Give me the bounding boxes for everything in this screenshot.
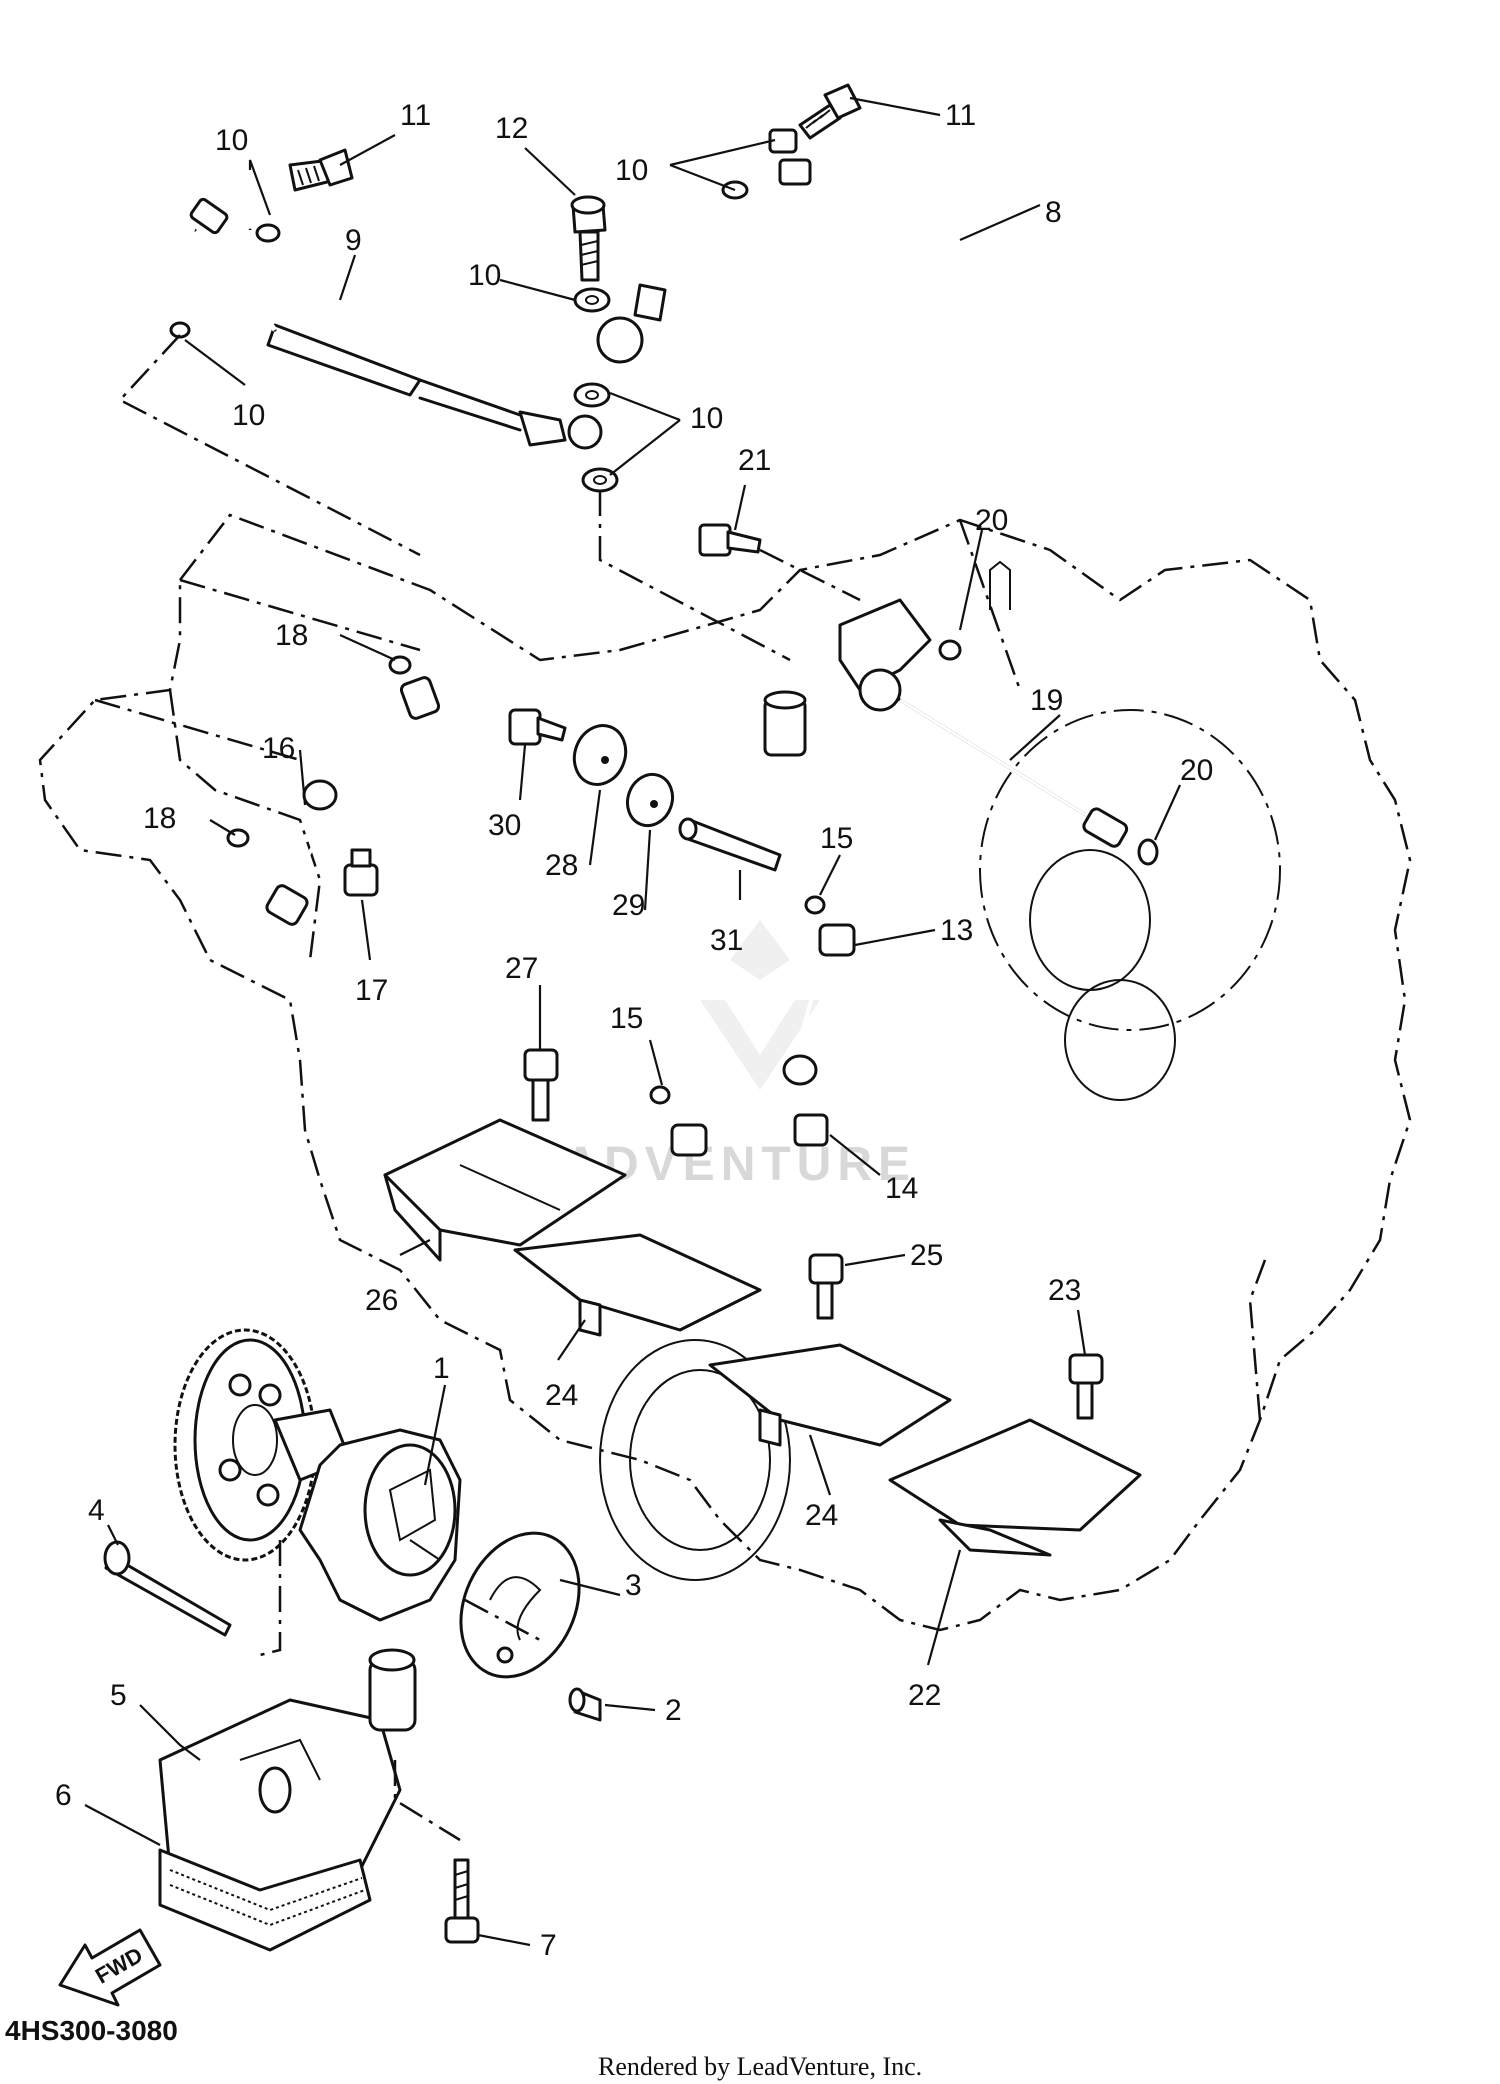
callout-numbers: 1 2 3 4 5 6 7 8 9 10 10 10 10 10 11 11 1…: [55, 99, 1213, 1962]
callout-15-right: 15: [820, 822, 853, 855]
assembly-lines: [117, 334, 861, 1842]
baffle-plate-22: [888, 1418, 1142, 1557]
callout-21: 21: [738, 444, 771, 477]
callout-18-upper: 18: [275, 619, 308, 652]
callout-24-right: 24: [805, 1499, 838, 1532]
callout-25: 25: [910, 1239, 943, 1272]
oil-pump-body: [273, 1408, 462, 1622]
callout-10-right: 10: [615, 154, 648, 187]
callout-27: 27: [505, 952, 538, 985]
callout-13: 13: [940, 914, 973, 947]
callout-9: 9: [345, 224, 362, 257]
callout-16: 16: [262, 732, 295, 765]
render-credit: Rendered by LeadVenture, Inc.: [598, 2052, 922, 2081]
baffle-plate-24-lower: [708, 1343, 952, 1447]
callout-14: 14: [885, 1172, 918, 1205]
forward-arrow: FWD: [58, 1928, 162, 2007]
pin-2: [568, 1687, 602, 1722]
callout-11-left: 11: [400, 99, 431, 132]
oil-pipe-13: [670, 923, 856, 1157]
callout-18-lower: 18: [143, 802, 176, 835]
leadventure-watermark-logo: [700, 920, 820, 1090]
union-bolt-11-right: [798, 83, 862, 140]
diagram-code: 4HS300-3080: [5, 2015, 178, 2046]
callout-10-upper-left: 10: [215, 124, 248, 157]
bolt-4: [103, 1540, 232, 1637]
union-bolt-11-left: [288, 148, 354, 192]
callout-7: 7: [540, 1929, 557, 1962]
oil-strainer-5: [158, 1648, 417, 1902]
callout-20-lower: 20: [1180, 754, 1213, 787]
callout-10-center-lower: 10: [690, 402, 723, 435]
callout-26: 26: [365, 1284, 398, 1317]
callout-10-center: 10: [468, 259, 501, 292]
oil-pipe-19: [838, 598, 1129, 848]
strainer-screen-6: [158, 1848, 372, 1952]
callout-23: 23: [1048, 1274, 1081, 1307]
callout-12: 12: [495, 112, 528, 145]
callout-17: 17: [355, 974, 388, 1007]
callout-1: 1: [433, 1352, 450, 1385]
callout-11-right: 11: [945, 99, 976, 132]
copper-washers-10: [169, 180, 749, 493]
callout-31: 31: [710, 924, 743, 957]
callout-20-upper: 20: [975, 504, 1008, 537]
callout-4: 4: [88, 1494, 105, 1527]
case-bosses: [599, 560, 1281, 1581]
oil-hose-8: [596, 128, 964, 364]
callout-10-lower-left: 10: [232, 399, 265, 432]
callout-22: 22: [908, 1679, 941, 1712]
callout-30: 30: [488, 809, 521, 842]
pump-cover-3: [459, 1531, 581, 1679]
plates-28-29-shaft-31: [572, 724, 782, 872]
callout-6: 6: [55, 1779, 72, 1812]
leader-lines: [84, 96, 1182, 1947]
callout-28: 28: [545, 849, 578, 882]
callout-3: 3: [625, 1569, 642, 1602]
callout-19: 19: [1030, 684, 1063, 717]
crankcase-outline: [38, 513, 1412, 1632]
oil-hose-9: [88, 141, 603, 450]
callout-29: 29: [612, 889, 645, 922]
callout-5: 5: [110, 1679, 127, 1712]
bolt-7: [444, 1858, 480, 1944]
union-bolt-12: [570, 195, 607, 282]
baffle-bolts-23-25-27: [523, 1048, 1104, 1420]
bolts-and-orings: [226, 523, 1159, 1147]
oil-pump-gear: [173, 1328, 317, 1562]
callout-24-left: 24: [545, 1379, 578, 1412]
callout-8: 8: [1045, 196, 1062, 229]
baffle-plate-26: [383, 1118, 627, 1262]
callout-15-center: 15: [610, 1002, 643, 1035]
callout-2: 2: [665, 1694, 682, 1727]
baffle-plate-24-upper: [513, 1233, 762, 1337]
